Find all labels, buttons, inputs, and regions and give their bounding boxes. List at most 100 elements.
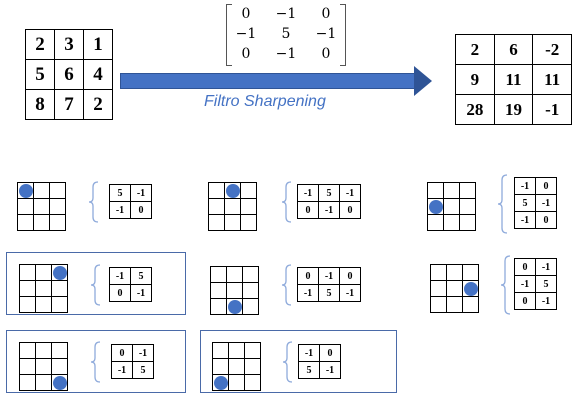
- position-cell: [240, 214, 257, 231]
- position-cell: [35, 358, 52, 375]
- position-cell: [19, 280, 36, 297]
- kernel-part-cell: 5: [514, 194, 536, 212]
- output-cell: 19: [493, 94, 534, 125]
- position-cell: [242, 282, 259, 299]
- position-cell: [49, 198, 66, 215]
- kernel-part-cell: 5: [298, 361, 320, 379]
- position-cell: [228, 342, 245, 359]
- position-grid: [17, 182, 66, 231]
- position-cell: [430, 280, 447, 297]
- kernel-part-cell: -1: [535, 292, 557, 310]
- arrow-shaft: [120, 73, 416, 89]
- kernel-matrix: 0 −1 0 −1 5 −1 0 −1 0: [226, 4, 346, 66]
- input-cell: 1: [83, 29, 113, 60]
- output-cell: -1: [532, 94, 572, 125]
- kernel-cell: 0: [321, 6, 331, 22]
- kernel-part-cell: -1: [130, 184, 152, 202]
- kernel-part-cell: 5: [130, 267, 152, 285]
- kernel-part-cell: 5: [535, 275, 557, 293]
- left-brace-icon: [282, 341, 293, 383]
- position-cell: [446, 264, 463, 281]
- kernel-part-cell: 0: [339, 201, 361, 219]
- left-brace-icon: [90, 264, 101, 306]
- position-cell: [35, 280, 52, 297]
- kernel-part-cell: 5: [132, 361, 154, 379]
- position-cell: [208, 214, 225, 231]
- kernel-part-cell: -1: [132, 344, 154, 362]
- position-cell: [51, 280, 68, 297]
- position-cell: [427, 214, 444, 231]
- position-cell: [446, 280, 463, 297]
- kernel-part-cell: -1: [111, 361, 133, 379]
- position-cell: [446, 296, 463, 313]
- kernel-part-cell: -1: [339, 284, 361, 302]
- position-cell: [443, 182, 460, 199]
- kernel-part-cell: 0: [514, 292, 536, 310]
- filter-label: Filtro Sharpening: [204, 93, 326, 110]
- input-cell: 3: [54, 29, 84, 60]
- kernel-part-cell: 0: [514, 258, 536, 276]
- position-cell: [242, 298, 259, 315]
- output-cell: 11: [493, 64, 534, 95]
- position-cell: [49, 182, 66, 199]
- position-cell: [244, 358, 261, 375]
- highlight-frame: [200, 330, 397, 393]
- pixel-position-dot: [53, 266, 67, 280]
- position-cell: [242, 266, 259, 283]
- left-brace-icon: [88, 181, 99, 223]
- position-cell: [240, 182, 257, 199]
- position-cell: [33, 182, 50, 199]
- pixel-position-dot: [429, 200, 443, 214]
- kernel-part-cell: 0: [109, 284, 131, 302]
- position-cell: [210, 282, 227, 299]
- kernel-part-cell: 0: [297, 267, 319, 285]
- kernel-part-cell: 0: [535, 211, 557, 229]
- position-cell: [33, 214, 50, 231]
- kernel-part-cell: -1: [318, 201, 340, 219]
- position-cell: [240, 198, 257, 215]
- left-brace-icon: [281, 181, 292, 223]
- kernel-cell: 5: [281, 26, 291, 42]
- kernel-cell: −1: [235, 26, 257, 42]
- kernel-part-cell: 0: [319, 344, 341, 362]
- position-cell: [49, 214, 66, 231]
- position-cell: [19, 296, 36, 313]
- position-cell: [17, 214, 34, 231]
- output-cell: 28: [455, 94, 495, 125]
- kernel-part-cell: -1: [297, 184, 319, 202]
- position-cell: [226, 266, 243, 283]
- kernel-part-cell: 5: [318, 184, 340, 202]
- kernel-part-cell: -1: [339, 184, 361, 202]
- input-cell: 2: [25, 29, 55, 60]
- pixel-position-dot: [226, 184, 240, 198]
- position-cell: [462, 296, 479, 313]
- position-cell: [51, 358, 68, 375]
- kernel-part-cell: 0: [535, 177, 557, 195]
- position-cell: [462, 264, 479, 281]
- position-cell: [210, 298, 227, 315]
- highlight-frame: [6, 252, 186, 315]
- position-cell: [210, 266, 227, 283]
- kernel-cell: 0: [321, 46, 331, 62]
- pixel-position-dot: [464, 282, 478, 296]
- position-cell: [35, 342, 52, 359]
- input-cell: 5: [25, 59, 55, 90]
- position-cell: [208, 182, 225, 199]
- position-cell: [226, 282, 243, 299]
- input-cell: 6: [54, 59, 84, 90]
- kernel-part-cell: -1: [297, 284, 319, 302]
- position-cell: [51, 296, 68, 313]
- arrow-head-icon: [414, 66, 432, 96]
- kernel-part-cell: -1: [318, 267, 340, 285]
- position-cell: [443, 198, 460, 215]
- position-cell: [430, 264, 447, 281]
- right-bracket: [340, 4, 346, 66]
- kernel-part-cell: -1: [130, 284, 152, 302]
- kernel-part-cell: -1: [514, 211, 536, 229]
- position-cell: [35, 264, 52, 281]
- position-cell: [33, 198, 50, 215]
- position-cell: [35, 296, 52, 313]
